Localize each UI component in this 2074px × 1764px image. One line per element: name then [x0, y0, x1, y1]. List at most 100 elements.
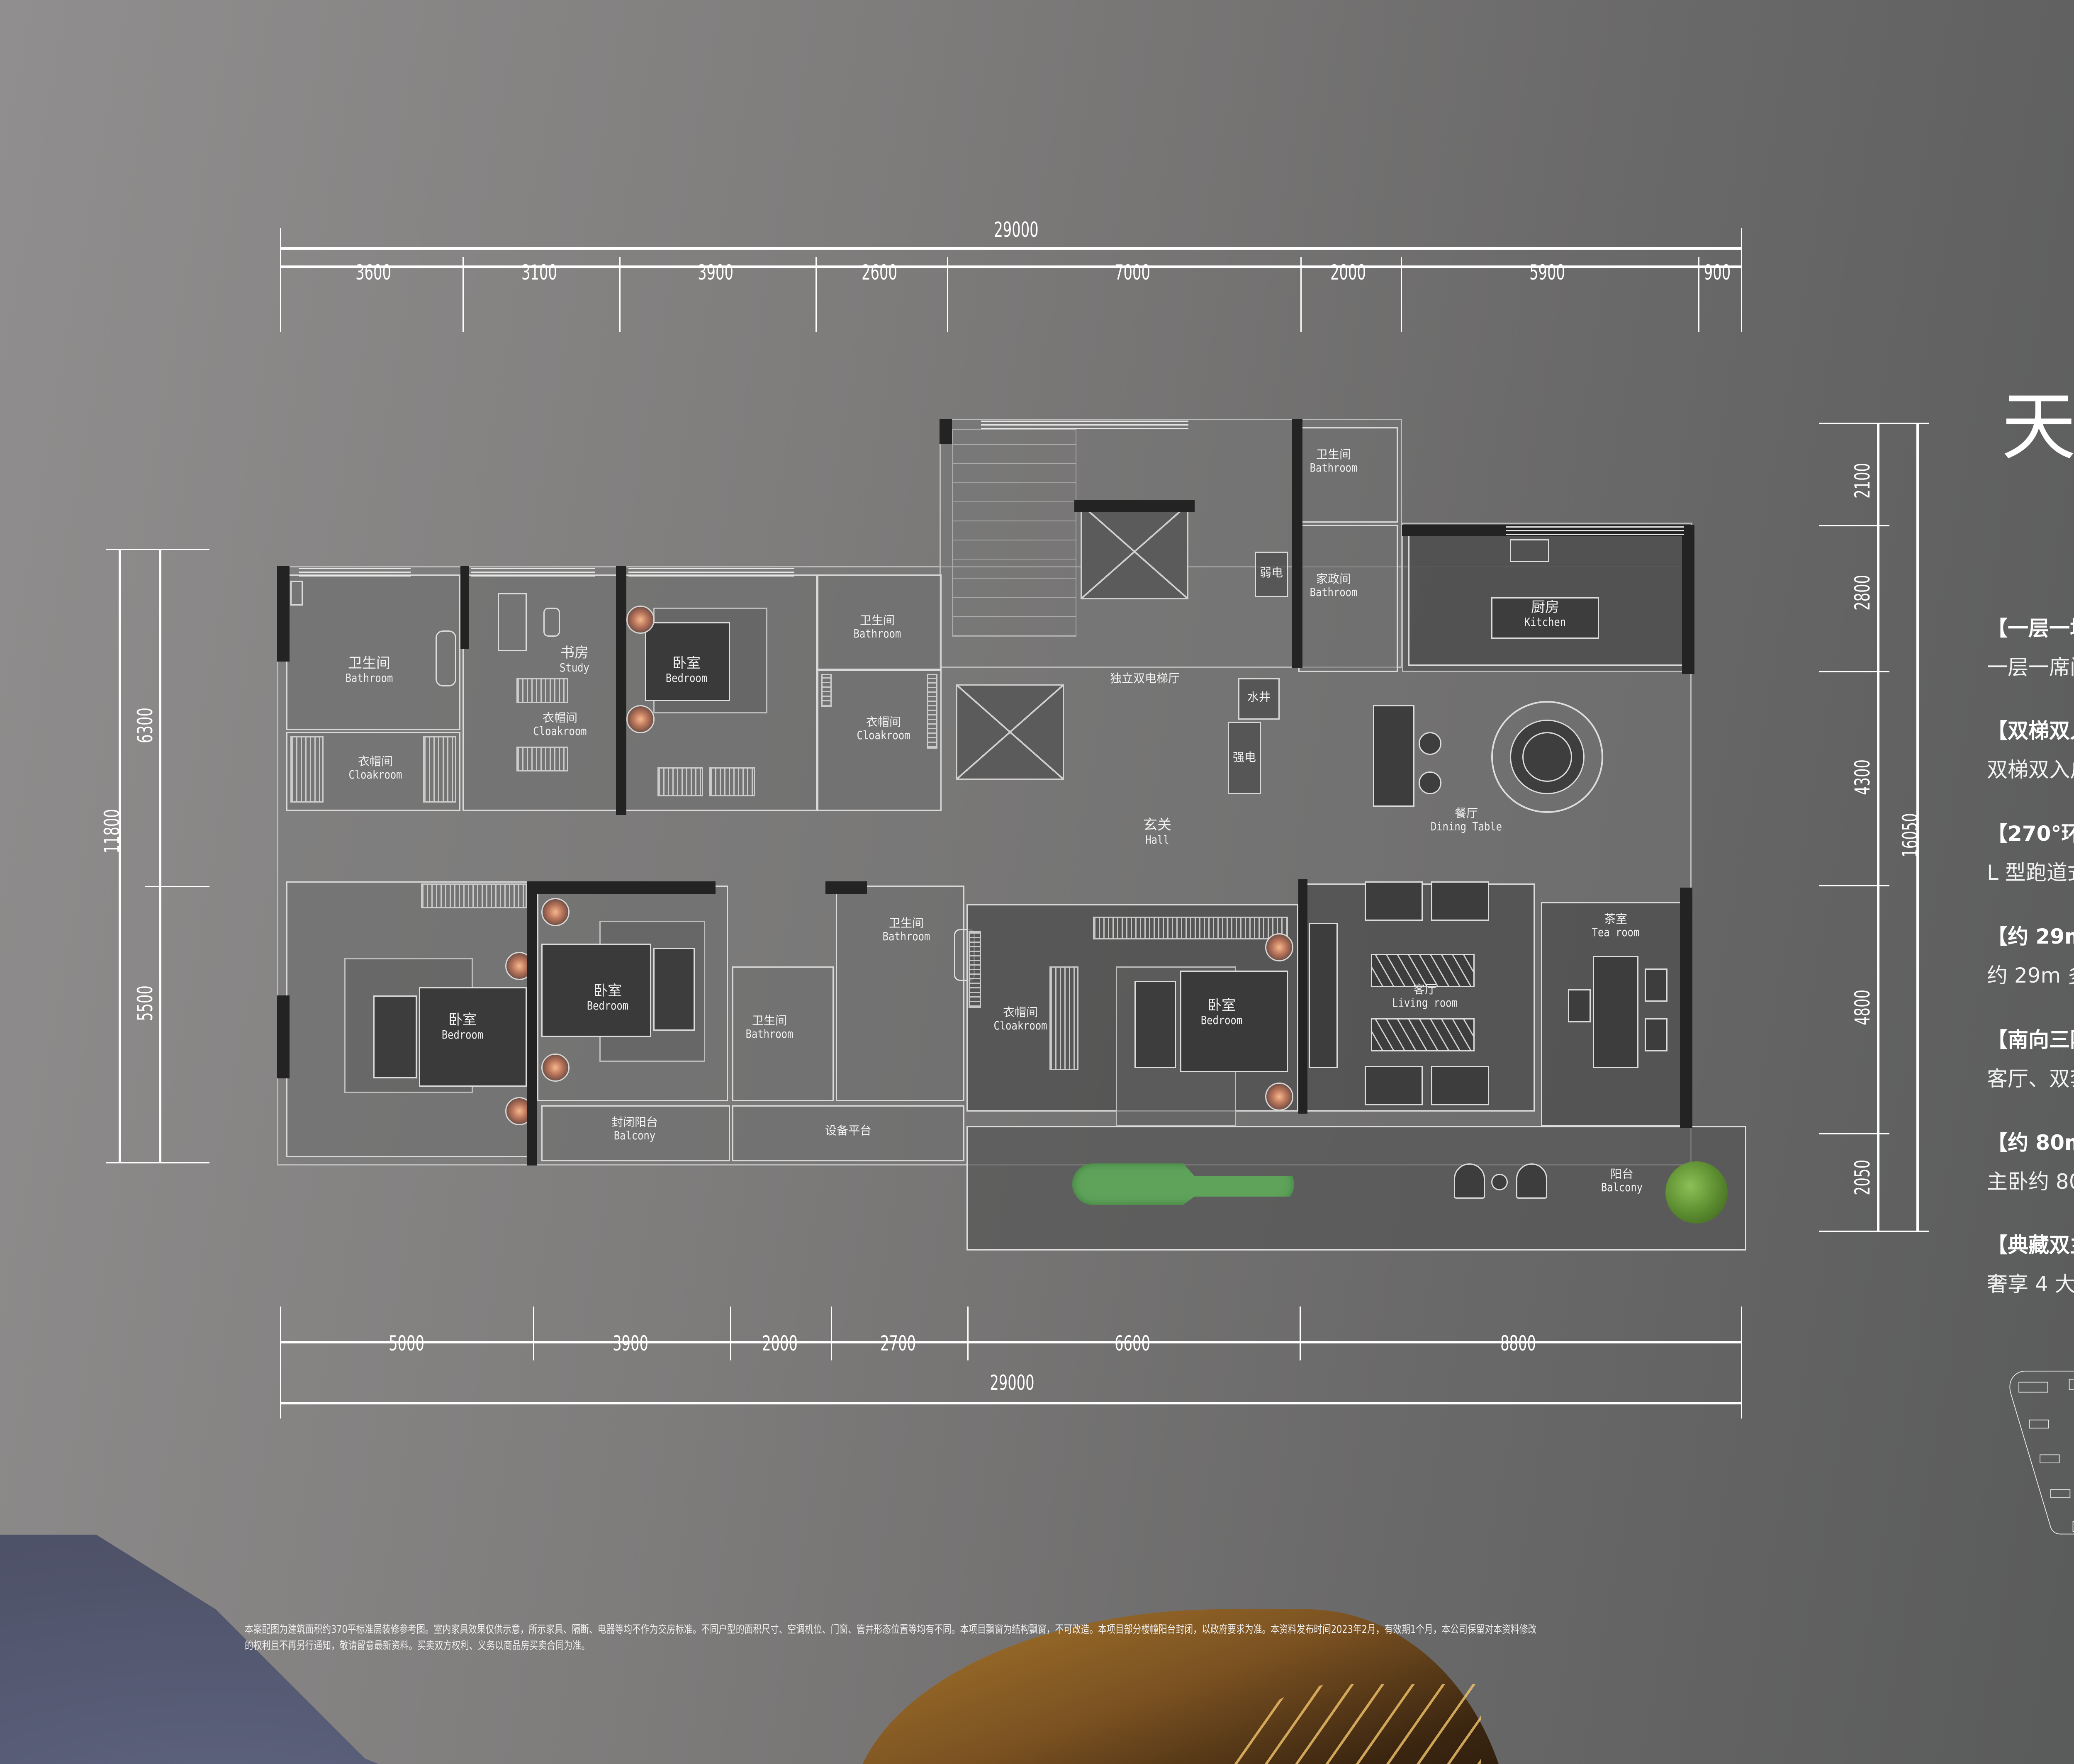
dim-bottom-5: 6600: [1115, 1331, 1150, 1355]
dim-right-4: 4800: [1850, 990, 1874, 1025]
dim-top-4: 2600: [862, 260, 897, 285]
label-bedroom-s2: 卧室 Bedroom: [587, 983, 629, 1013]
bedside-lamp-icon: [541, 898, 570, 926]
dim-top-2: 3100: [521, 260, 557, 285]
label-bedroom-master: 卧室 Bedroom: [1200, 997, 1243, 1027]
feature-heading: 【约 29m 极致面宽 时代坐标】: [1987, 925, 2074, 949]
wardrobe-icon: [421, 883, 527, 908]
bedside-lamp-icon: [1265, 933, 1293, 961]
feature-item: 【双梯双入户 豪宅专属】 双梯双入户的尊贵仪序，雍容臻享大宅归家仪式感、私密感: [1987, 714, 2074, 783]
room-water-well: [1238, 678, 1280, 720]
wall-segment: [277, 995, 290, 1078]
room-bathroom-nw: [286, 574, 460, 730]
label-bedroom-n: 卧室 Bedroom: [665, 655, 708, 685]
kitchen-island: [1491, 597, 1599, 639]
wardrobe-icon: [927, 674, 937, 749]
feature-body: 客厅、双套房卧室，三阳台俯仰世界，构筑国商封面: [1987, 1067, 2074, 1091]
feature-body: L 型跑道式观景阳台，中岛厨房，270°环幕私域: [1987, 861, 2074, 885]
wall-segment: [1298, 879, 1307, 1114]
feature-item: 【约 80m² 总统套房式主卧】 主卧约 80m²，约等于一个标准羽毛球场，奢阔…: [1987, 1126, 2074, 1195]
room-equipment-platform: [732, 1105, 964, 1161]
disclaimer-line-2: 的权利且不再另行通知，敬请留意最新资料。买卖双方权利、义务以商品房买卖合同为准。: [245, 1640, 590, 1652]
feature-item: 【约 29m 极致面宽 时代坐标】 约 29m 多开间南向，IMAX 级采光，犒…: [1987, 920, 2074, 989]
wardrobe-icon: [1049, 966, 1078, 1070]
wall-segment: [527, 881, 537, 1165]
bed-icon: [645, 622, 730, 701]
dim-left-2: 5500: [133, 985, 157, 1021]
master-bed-icon: [1180, 971, 1288, 1072]
dim-top-8: 900: [1704, 260, 1731, 285]
label-cloakroom-nw: 衣帽间 Cloakroom: [348, 754, 402, 782]
room-bathroom-ne: [1298, 427, 1398, 523]
stool-icon: [1645, 1018, 1667, 1051]
label-dining: 餐厅 Dining Table: [1431, 806, 1502, 834]
bedside-lamp-icon: [626, 705, 655, 733]
feature-body: 双梯双入户的尊贵仪序，雍容臻享大宅归家仪式感、私密感: [1987, 758, 2074, 782]
bed-icon: [541, 944, 651, 1037]
label-strong-electric: 强电: [1232, 750, 1256, 764]
label-cloakroom-n: 衣帽间 Cloakroom: [857, 715, 910, 742]
coffee-table-icon: [1371, 954, 1475, 987]
sink-icon: [1510, 539, 1549, 562]
lounge-chair-icon: [1516, 1163, 1547, 1199]
label-housekeeping: 家政间 Bathroom: [1310, 572, 1358, 599]
feature-heading: 【典藏双主卧】: [1987, 1233, 2074, 1257]
wall-segment: [825, 881, 867, 894]
room-cloakroom-n: [817, 670, 942, 811]
label-living: 客厅 Living room: [1392, 983, 1458, 1010]
disclaimer: 本案配图为建筑面积约370平标准层装修参考图。室内家具效果仅供示意，所示家具、隔…: [245, 1622, 1572, 1654]
label-water-well: 水井: [1247, 690, 1271, 704]
site-plan-map: [2009, 1370, 2074, 1535]
feature-body: 奢享 4 大套房，典藏奢华双主卧，家族世代同堂共享天伦之乐: [1987, 1272, 2074, 1296]
dim-top-1: 3600: [355, 260, 391, 285]
dim-right-total: 16050: [1898, 813, 1922, 858]
wall-segment: [529, 881, 716, 894]
wall-segment: [460, 566, 469, 649]
dim-right-1: 2100: [1850, 463, 1874, 499]
coffee-table-icon: [1371, 1018, 1475, 1051]
stool-icon: [1568, 989, 1591, 1022]
bathtub-icon: [436, 630, 456, 686]
label-kitchen: 厨房 Kitchen: [1524, 599, 1566, 629]
wall-segment: [1074, 500, 1195, 512]
label-elevator-lobby: 独立双电梯厅: [1110, 672, 1180, 685]
dim-right-2: 2800: [1850, 575, 1874, 611]
label-equipment-platform: 设备平台: [825, 1124, 871, 1137]
feature-heading: 【约 80m² 总统套房式主卧】: [1987, 1131, 2074, 1155]
bedside-lamp-icon: [626, 606, 655, 634]
wall-segment: [277, 566, 290, 662]
wardrobe-icon: [290, 736, 324, 803]
wall-segment: [616, 566, 626, 815]
project-name: 天寰: [2001, 384, 2074, 470]
stool-icon: [1419, 771, 1441, 794]
feature-body: 约 29m 多开间南向，IMAX 级采光，犒赏层峰人生: [1987, 964, 2074, 988]
bedside-lamp-icon: [1265, 1083, 1293, 1111]
sofa-icon: [373, 995, 417, 1078]
lazy-susan-icon: [1522, 732, 1572, 782]
wardrobe-icon: [657, 767, 703, 796]
label-bathroom-ne: 卫生间 Bathroom: [1310, 448, 1358, 475]
feature-item: 【一层一境 巅峰奢享】 一层一席间，品质殿堂生活，鼎豪大宅尺度创领嘉兴: [1987, 612, 2074, 681]
wall-segment: [1682, 525, 1694, 674]
armchair-icon: [1365, 881, 1423, 921]
label-bedroom-sw: 卧室 Bedroom: [441, 1012, 484, 1042]
wall-segment: [940, 419, 952, 444]
dining-bar-counter: [1373, 705, 1414, 807]
dim-top-6: 2000: [1330, 260, 1366, 285]
feature-heading: 【270°环幕鼎层视界】: [1987, 822, 2074, 846]
dim-right-3: 4300: [1850, 759, 1874, 795]
room-closed-balcony: [541, 1105, 730, 1161]
label-bathroom-n: 卫生间 Bathroom: [853, 613, 901, 641]
room-strong-electric: [1228, 722, 1261, 794]
disclaimer-line-1: 本案配图为建筑面积约370平标准层装修参考图。室内家具效果仅供示意，所示家具、隔…: [245, 1623, 1537, 1636]
window: [299, 566, 411, 577]
armchair-icon: [1431, 881, 1489, 921]
toilet-icon: [290, 581, 303, 606]
elevator-icon: [1081, 504, 1188, 599]
dim-top-3: 3900: [698, 260, 733, 285]
label-cloakroom-master: 衣帽间 Cloakroom: [993, 1005, 1047, 1033]
dim-bottom-total: 29000: [990, 1371, 1035, 1395]
label-weak-electric: 弱电: [1259, 566, 1283, 579]
bed-icon: [419, 987, 527, 1087]
